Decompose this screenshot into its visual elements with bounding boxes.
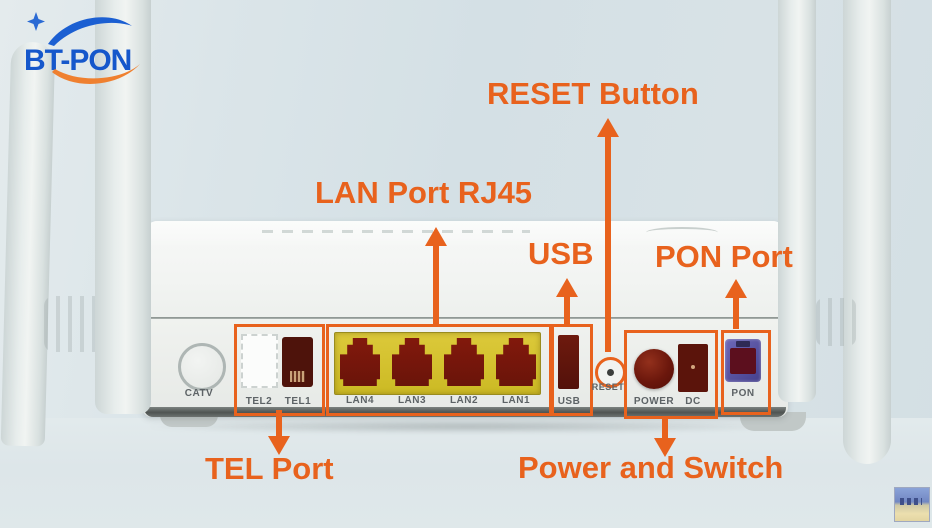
arrow-down-icon bbox=[268, 436, 290, 455]
arrow-up-icon bbox=[597, 118, 619, 137]
arrow-up-icon bbox=[556, 278, 578, 297]
brand-logo: BT-PON bbox=[22, 6, 178, 90]
antenna-joint-left bbox=[44, 296, 104, 352]
pon-callout-label: PON Port bbox=[655, 239, 793, 274]
corner-thumbnail bbox=[894, 487, 930, 522]
reset-port-label: RESET bbox=[591, 382, 625, 392]
arrow-up-icon bbox=[425, 227, 447, 246]
reset-callout-label: RESET Button bbox=[487, 76, 699, 111]
antenna-left-inner bbox=[95, 0, 151, 414]
power-group-box bbox=[624, 330, 718, 419]
logo-swoosh-orange-icon bbox=[52, 64, 140, 84]
pon-inner-icon bbox=[730, 348, 756, 374]
tel-callout-label: TEL Port bbox=[205, 451, 334, 486]
device-shadow bbox=[150, 420, 786, 433]
tel1-port bbox=[282, 337, 313, 387]
arrow-up-icon bbox=[725, 279, 747, 298]
usb-port bbox=[558, 335, 579, 389]
lan-group-box bbox=[326, 324, 552, 416]
catv-label: CATV bbox=[184, 388, 214, 399]
power-callout-line bbox=[662, 416, 668, 440]
pon-port bbox=[725, 339, 761, 382]
device-bottom-edge bbox=[144, 407, 786, 417]
vent-slots bbox=[262, 230, 530, 233]
antenna-right-inner bbox=[778, 0, 816, 402]
reset-pinhole-icon bbox=[607, 369, 614, 376]
arrow-down-icon bbox=[654, 438, 676, 457]
catv-connector bbox=[178, 343, 226, 391]
panel-seam bbox=[142, 317, 788, 319]
power-callout-label: Power and Switch bbox=[518, 450, 784, 485]
tel2-port bbox=[241, 334, 278, 388]
lan2-label: LAN2 bbox=[449, 395, 479, 406]
usb-callout-label: USB bbox=[528, 236, 594, 271]
tel2-label: TEL2 bbox=[245, 396, 273, 407]
tel-callout-line bbox=[276, 410, 282, 438]
lan1-label: LAN1 bbox=[501, 395, 531, 406]
usb-group-box bbox=[551, 324, 593, 416]
dc-jack bbox=[678, 344, 708, 392]
reset-callout-line bbox=[605, 136, 611, 352]
antenna-left-outer bbox=[0, 41, 56, 447]
logo-sparkle-icon bbox=[27, 12, 45, 31]
logo-swoosh-blue-icon bbox=[48, 17, 132, 46]
power-port-label: POWER bbox=[633, 396, 675, 407]
antenna-joint-right bbox=[816, 298, 856, 346]
dc-port-label: DC bbox=[685, 396, 701, 407]
logo-text: BT-PON bbox=[24, 44, 131, 77]
pon-port-label: PON bbox=[731, 388, 755, 399]
dc-pin-icon bbox=[691, 365, 695, 369]
antenna-right-outer bbox=[843, 0, 891, 464]
lan-callout-line bbox=[433, 245, 439, 325]
pon-callout-line bbox=[733, 297, 739, 329]
lan4-label: LAN4 bbox=[345, 395, 375, 406]
power-switch-button bbox=[634, 349, 674, 389]
table-surface bbox=[0, 418, 932, 528]
usb-callout-line bbox=[564, 296, 570, 324]
tel1-label: TEL1 bbox=[284, 396, 312, 407]
lan-callout-label: LAN Port RJ45 bbox=[315, 175, 533, 210]
rj11-contacts-icon bbox=[290, 371, 305, 382]
usb-port-label: USB bbox=[557, 396, 581, 407]
router-top-logo-mark bbox=[646, 227, 718, 238]
pon-tab-icon bbox=[736, 341, 750, 347]
lan3-label: LAN3 bbox=[397, 395, 427, 406]
pon-group-box bbox=[721, 330, 771, 415]
